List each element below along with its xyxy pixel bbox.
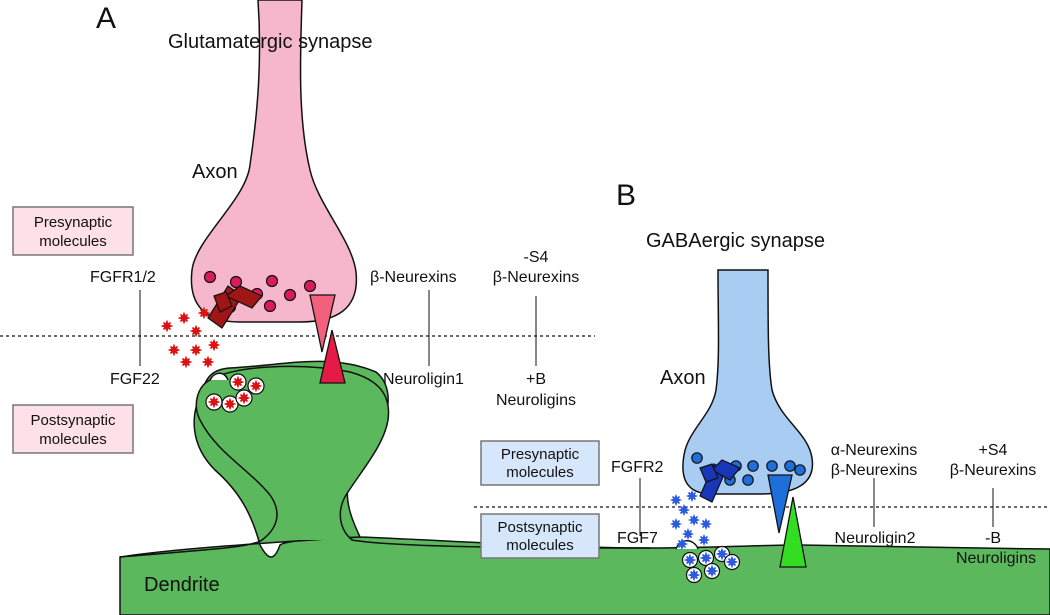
- pre-box-a-line1: Presynaptic: [34, 214, 113, 231]
- dendrite-label: Dendrite: [144, 574, 220, 596]
- beta-neurexins-b-label: β-Neurexins: [831, 462, 918, 479]
- presynaptic-box-b: [480, 440, 600, 486]
- fgf22-internalized: [205, 373, 265, 413]
- alpha-beta-neurexin-b: [767, 474, 793, 534]
- beta-neurexins-s4-label: β-Neurexins: [493, 269, 580, 286]
- axon-terminal-a: [190, 0, 358, 323]
- panel-b-title: GABAergic synapse: [646, 230, 825, 252]
- neuroligin2: [779, 496, 807, 568]
- dendritic-spine: [196, 366, 389, 540]
- endocytic-pocket-a: [209, 372, 229, 381]
- neuroligin2-label: Neuroligin2: [835, 530, 916, 547]
- axon-b-label: Axon: [660, 367, 706, 389]
- pre-box-a-line2: molecules: [39, 233, 107, 250]
- fgf22-label: FGF22: [110, 371, 160, 388]
- fgfr2-receptor: [699, 459, 741, 503]
- fgfr2-label: FGFR2: [611, 459, 664, 476]
- postsynaptic-box-b: [480, 513, 600, 559]
- minus-s4-label: -S4: [524, 249, 549, 266]
- neuroligin1: [319, 329, 346, 384]
- neuroligin1-label: Neuroligin1: [383, 371, 464, 388]
- panel-b-letter: B: [616, 179, 636, 212]
- postsynaptic-box-a: [12, 404, 134, 454]
- axon-a-label: Axon: [192, 161, 238, 183]
- neuroligins-b-label: Neuroligins: [496, 392, 576, 409]
- fgf7-ligands: [670, 490, 712, 550]
- connector-lines: [139, 290, 994, 536]
- beta-neurexins-a-label: β-Neurexins: [370, 269, 457, 286]
- panel-a-letter: A: [96, 2, 116, 35]
- post-box-a-line2: molecules: [39, 431, 107, 448]
- beta-neurexin-a: [309, 294, 336, 353]
- dendritic-spine-outline: [119, 365, 651, 558]
- alpha-neurexins-label: α-Neurexins: [831, 442, 918, 459]
- beta-neurexins-plus-s4-label: β-Neurexins: [950, 462, 1037, 479]
- post-box-a-line1: Postsynaptic: [30, 412, 116, 429]
- neuroligins-minus-b-label: Neuroligins: [956, 550, 1036, 567]
- post-box-b-line2: molecules: [506, 537, 574, 554]
- plus-b-label: +B: [526, 371, 546, 388]
- panel-a-title: Glutamatergic synapse: [168, 31, 373, 53]
- fgfr12-label: FGFR1/2: [90, 269, 156, 286]
- pre-box-b-line2: molecules: [506, 464, 574, 481]
- fgf7-label: FGF7: [617, 530, 658, 547]
- fgf7-internalized: [681, 545, 741, 584]
- post-box-b-line1: Postsynaptic: [497, 519, 583, 536]
- minus-b-label: -B: [985, 530, 1001, 547]
- plus-s4-label: +S4: [979, 442, 1008, 459]
- axon-terminal-b: [682, 269, 814, 495]
- fgfr12-receptor: [207, 285, 263, 329]
- presynaptic-box-a: [12, 206, 134, 256]
- pre-box-b-line1: Presynaptic: [501, 446, 580, 463]
